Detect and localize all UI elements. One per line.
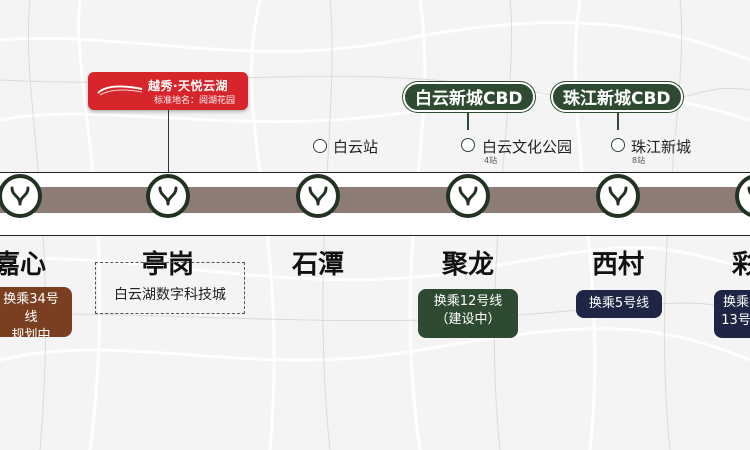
station-pin-icon [313, 139, 327, 153]
callout-stem [467, 112, 469, 130]
transfer-note: 13号 [721, 313, 750, 328]
transfer-label: 换乘 [722, 295, 749, 310]
station-name-cai: 彩 [731, 250, 750, 280]
callout-stem [617, 112, 619, 130]
brand-badge: 越秀·天悦云湖 标准地名：阅湖花园 [88, 72, 248, 110]
brand-subtitle: 标准地名：阅湖花园 [154, 96, 236, 106]
upper-station-label: 白云文化公园 [482, 138, 573, 156]
callout-zhujiang-cbd: 珠江新城CBD [551, 82, 683, 112]
station-pin-icon [611, 138, 625, 152]
callout-baiyun-cbd: 白云新城CBD [403, 82, 535, 112]
transfer-label: 换乘34号线 [3, 292, 59, 325]
distance-label: 8站 [632, 156, 646, 165]
station-name-shitan: 石潭 [291, 250, 345, 280]
metro-station-icon [146, 174, 190, 218]
transfer-label: 换乘12号线 [433, 294, 503, 309]
transfer-note: （建设中） [435, 312, 501, 327]
metro-station-icon [0, 174, 42, 218]
station-name-tinggang: 亭岗 [141, 250, 195, 280]
transfer-box-line12: 换乘12号线 （建设中） [418, 289, 518, 338]
station-name-xicun: 西村 [591, 250, 645, 280]
minor-station-label: 白云站 [333, 138, 379, 156]
station-name-julong: 聚龙 [441, 250, 495, 280]
upper-station-label: 珠江新城 [631, 138, 692, 156]
transfer-box-line13: 换乘 13号 [714, 290, 750, 338]
metro-station-icon [296, 174, 340, 218]
brand-logo-icon [97, 85, 143, 96]
distance-label: 4站 [484, 156, 498, 165]
station-name-jiaxin: 嘉心 [0, 250, 47, 280]
transfer-label: 换乘5号线 [588, 296, 650, 311]
transfer-box-line34: 换乘34号线 规划中 [0, 287, 72, 343]
metro-station-icon [596, 174, 640, 218]
brand-title: 越秀·天悦云湖 [148, 79, 229, 93]
station-pin-icon [461, 138, 475, 152]
station-subname-box [95, 262, 245, 314]
metro-station-icon [446, 174, 490, 218]
transfer-box-line5: 换乘5号线 [576, 290, 662, 318]
station-subname: 白云湖数字科技城 [114, 287, 226, 303]
brand-leader-line [168, 110, 169, 172]
transfer-note: 规划中 [11, 328, 51, 343]
